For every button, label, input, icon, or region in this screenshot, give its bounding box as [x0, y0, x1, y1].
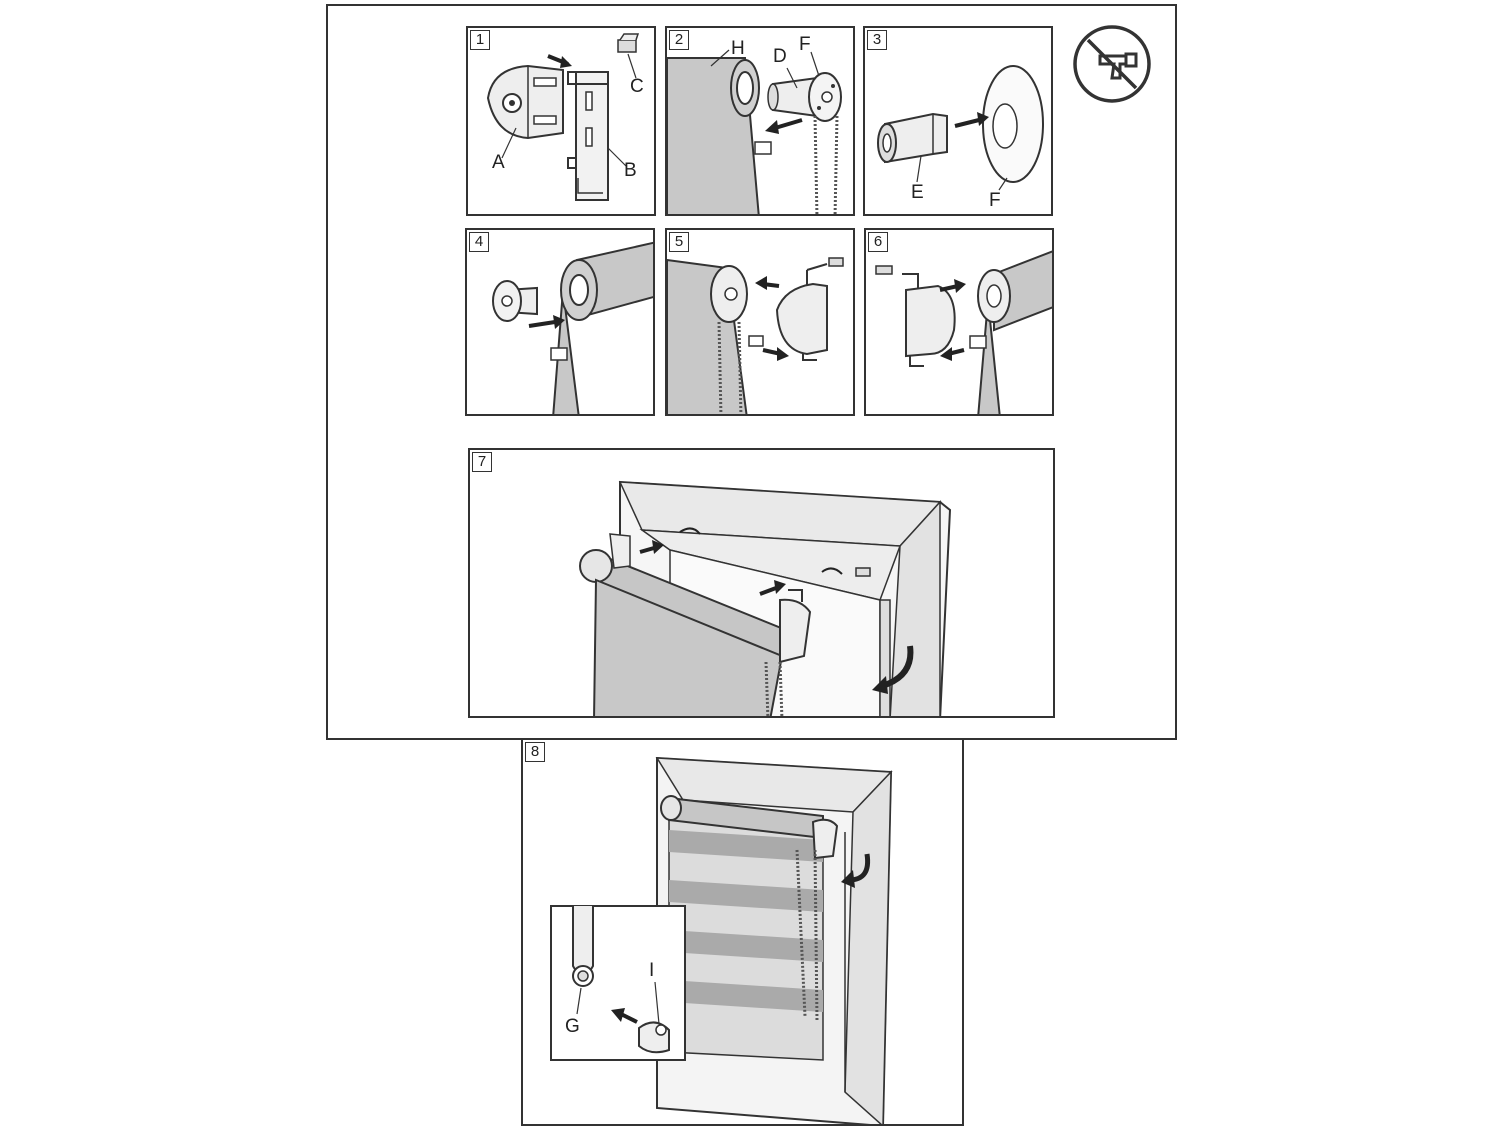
step-5-panel: 5: [665, 228, 855, 416]
mounted-blind-illustration: [550, 756, 893, 1124]
step-number: 3: [867, 30, 887, 50]
step-8-panel: 8 G I: [521, 738, 964, 1126]
end-plug-insertion-illustration: [667, 49, 842, 214]
window-mounting-illustration: [579, 480, 952, 716]
label-d: D: [773, 46, 787, 67]
label-a: A: [492, 152, 505, 173]
step-number: 6: [868, 232, 888, 252]
label-b: B: [624, 160, 637, 181]
label-h: H: [731, 38, 745, 59]
second-bracket-illustration: [875, 250, 1052, 414]
no-glue-gun-icon: [1073, 25, 1151, 103]
label-c: C: [630, 76, 644, 97]
label-i: I: [649, 960, 655, 981]
step-number: 5: [669, 232, 689, 252]
label-e: E: [911, 182, 924, 203]
step-1-panel: 1 A B C: [466, 26, 656, 216]
step-3-panel: 3 E F: [863, 26, 1053, 216]
label-f: F: [799, 34, 811, 55]
step-7-panel: 7: [468, 448, 1055, 718]
bracket-assembly-illustration: [486, 33, 640, 201]
label-g: G: [565, 1016, 580, 1037]
step-number: 1: [470, 30, 490, 50]
step-4-panel: 4: [465, 228, 655, 416]
plug-and-disc-illustration: [877, 65, 1044, 191]
step-number: 7: [472, 452, 492, 472]
step-number: 8: [525, 742, 545, 762]
step-number: 2: [669, 30, 689, 50]
step-number: 4: [469, 232, 489, 252]
label-f: F: [989, 190, 1001, 211]
bracket-onto-plug-illustration: [667, 257, 844, 414]
step-2-panel: 2 H D F: [665, 26, 855, 216]
plug-into-tube-illustration: [492, 241, 653, 414]
step-6-panel: 6: [864, 228, 1054, 416]
